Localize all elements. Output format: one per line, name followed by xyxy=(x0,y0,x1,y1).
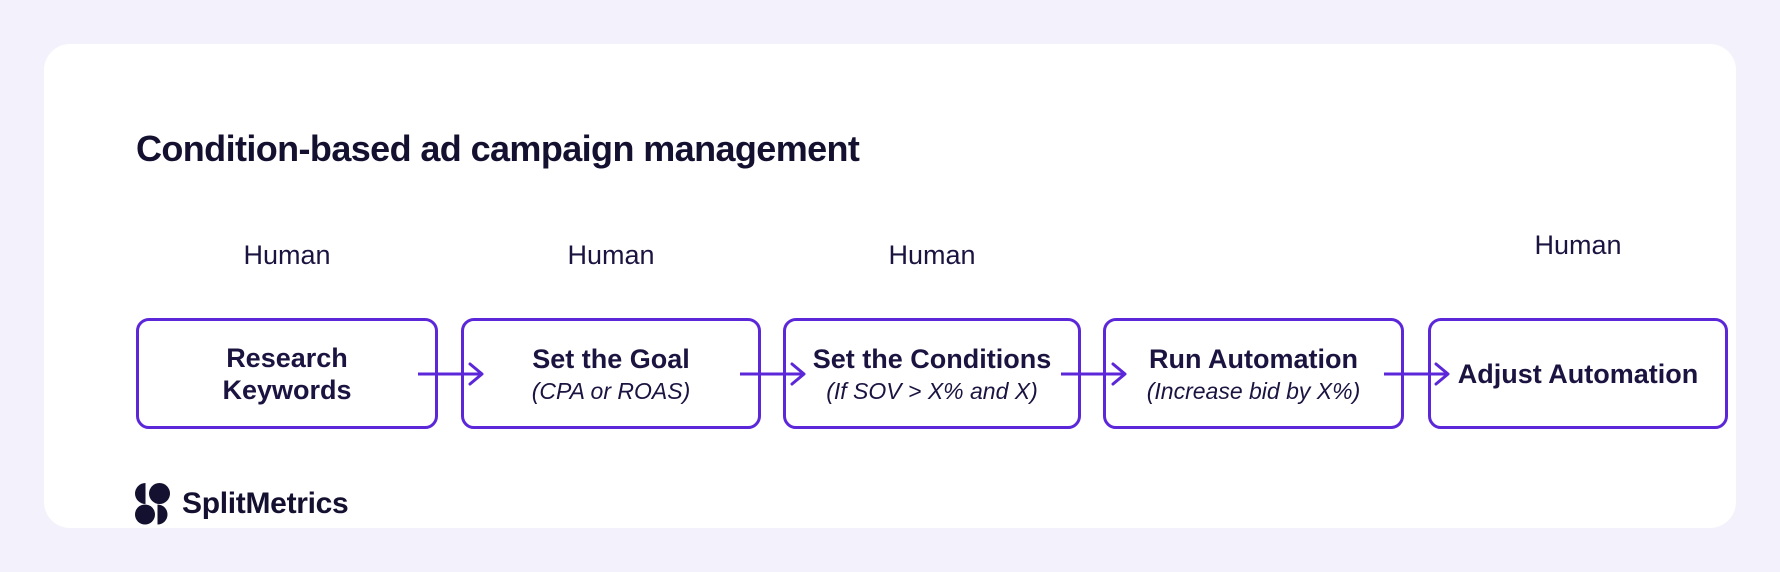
actor-label-research-keywords: Human xyxy=(243,240,331,270)
stage-title: Set the Conditions xyxy=(812,343,1052,374)
actor-label-set-the-conditions: Human xyxy=(888,240,976,270)
stage-box-set-the-conditions: Set the Conditions (If SOV > X% and X) xyxy=(783,318,1081,429)
page-title: Condition-based ad campaign management xyxy=(136,128,860,169)
right-arrow-icon xyxy=(1061,362,1127,386)
brand-logo: SplitMetrics xyxy=(135,483,349,525)
stage-subtitle: (CPA or ROAS) xyxy=(531,377,691,404)
actor-label-adjust-automation: Human xyxy=(1534,230,1622,260)
actor-label-set-the-goal: Human xyxy=(567,240,655,270)
stage-title: Set the Goal xyxy=(532,343,690,374)
stage-box-research-keywords: Research Keywords xyxy=(136,318,438,429)
right-arrow-icon xyxy=(418,362,484,386)
diagram-card: Condition-based ad campaign management H… xyxy=(44,44,1736,528)
stage-box-set-the-goal: Set the Goal (CPA or ROAS) xyxy=(461,318,761,429)
stage-subtitle: (If SOV > X% and X) xyxy=(826,377,1038,404)
splitmetrics-logo-icon xyxy=(135,483,170,525)
stage-box-adjust-automation: Adjust Automation xyxy=(1428,318,1728,429)
stage-box-run-automation: Run Automation (Increase bid by X%) xyxy=(1103,318,1404,429)
stage-title: Research Keywords xyxy=(222,342,352,405)
stage-title: Adjust Automation xyxy=(1457,358,1699,389)
stage-title: Run Automation xyxy=(1149,343,1358,374)
right-arrow-icon xyxy=(1384,362,1450,386)
brand-name: SplitMetrics xyxy=(182,487,349,520)
stage-subtitle: (Increase bid by X%) xyxy=(1146,377,1361,404)
right-arrow-icon xyxy=(740,362,806,386)
